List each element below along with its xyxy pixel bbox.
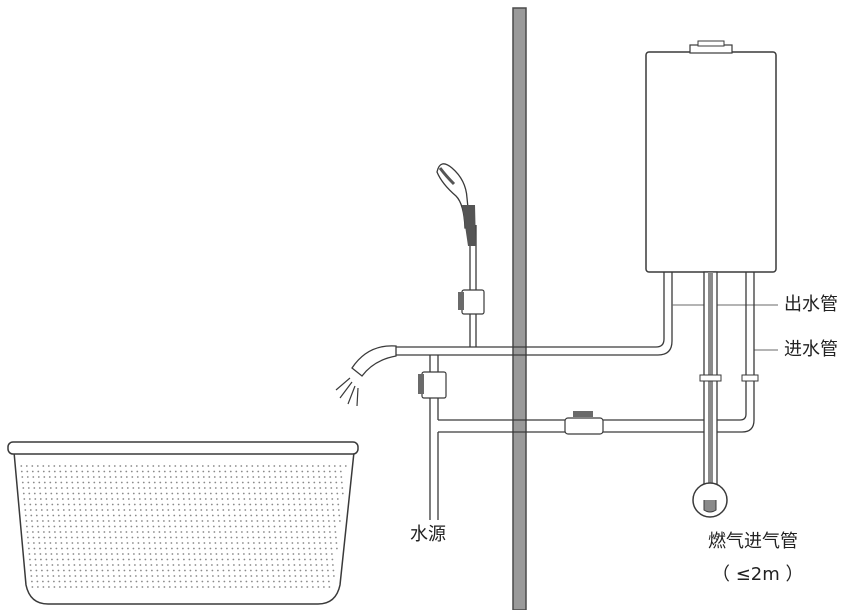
water-source-label: 水源 xyxy=(410,524,446,545)
outlet-pipe-label: 出水管 xyxy=(784,294,838,315)
basin-rim xyxy=(7,441,359,455)
faucet-spout xyxy=(335,345,397,407)
shower-head xyxy=(436,163,476,246)
basin xyxy=(7,441,359,605)
shower-valve xyxy=(458,289,485,315)
basin-perforation-pattern xyxy=(20,465,347,588)
gas-pipe-length-label: （ ≤2m ） xyxy=(712,564,804,585)
water-heater xyxy=(645,40,777,273)
wall xyxy=(512,7,527,610)
gas-pipe xyxy=(692,271,759,518)
inlet-pipe-label: 进水管 xyxy=(784,339,838,360)
outlet-pipe xyxy=(396,272,673,356)
gas-pipe-label: 燃气进气管 xyxy=(708,531,798,552)
inlet-valve xyxy=(564,411,604,435)
source-valve xyxy=(418,371,447,399)
